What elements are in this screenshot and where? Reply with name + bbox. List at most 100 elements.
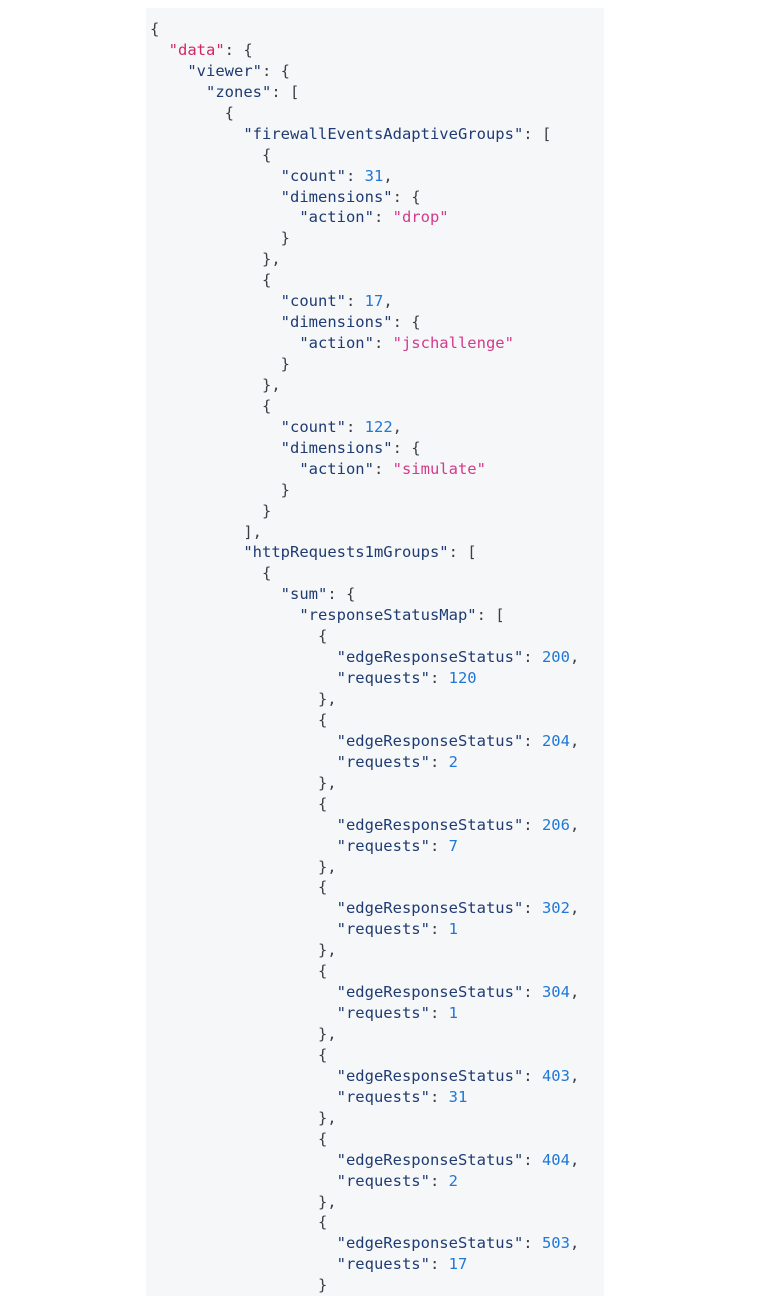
json-key: "edgeResponseStatus" — [336, 899, 524, 918]
json-number: 206 — [541, 815, 570, 834]
code-line: } — [150, 480, 579, 501]
code-line: "dimensions": { — [150, 187, 579, 208]
json-punctuation: }, — [150, 250, 281, 269]
json-number: 1 — [448, 1004, 458, 1023]
code-line: "requests": 17 — [150, 1254, 579, 1275]
json-punctuation: { — [150, 20, 160, 38]
json-punctuation: : [ — [523, 124, 552, 143]
json-punctuation: , — [569, 983, 580, 1002]
json-punctuation — [150, 648, 337, 666]
code-line: { — [150, 877, 579, 898]
code-line: }, — [150, 689, 579, 710]
code-line: "httpRequests1mGroups": [ — [150, 542, 579, 563]
json-punctuation: , — [569, 1234, 580, 1253]
json-number: 120 — [448, 669, 477, 688]
json-punctuation — [150, 1172, 337, 1190]
json-number: 31 — [448, 1087, 468, 1106]
json-punctuation: { — [150, 878, 328, 897]
json-key: "edgeResponseStatus" — [336, 815, 524, 834]
json-punctuation: }, — [150, 1108, 337, 1127]
json-punctuation: } — [150, 355, 290, 373]
code-line: { — [150, 1045, 579, 1066]
json-key: "edgeResponseStatus" — [336, 1150, 524, 1169]
json-punctuation: : — [429, 752, 449, 771]
code-line: "edgeResponseStatus": 404, — [150, 1150, 580, 1171]
json-key: "requests" — [336, 752, 430, 771]
json-key: "count" — [280, 417, 346, 436]
json-punctuation: : — [523, 983, 542, 1002]
json-punctuation — [150, 816, 337, 834]
json-key: "requests" — [336, 1087, 430, 1106]
json-key: "count" — [280, 292, 346, 311]
json-key: "zones" — [206, 82, 272, 101]
json-punctuation: : — [429, 1087, 449, 1106]
json-punctuation: : — [523, 815, 542, 834]
json-punctuation: : — [429, 669, 449, 688]
code-line: "responseStatusMap": [ — [150, 605, 579, 626]
json-punctuation — [150, 1088, 337, 1106]
json-key: "edgeResponseStatus" — [336, 983, 524, 1002]
code-line: "firewallEventsAdaptiveGroups": [ — [150, 124, 579, 145]
json-punctuation: : { — [392, 187, 421, 206]
json-punctuation: : — [523, 648, 542, 667]
json-punctuation: , — [569, 1150, 580, 1169]
json-punctuation: }, — [150, 1025, 337, 1043]
code-line: "requests": 31 — [150, 1087, 579, 1108]
json-punctuation: : — [523, 731, 542, 750]
json-punctuation — [150, 439, 281, 457]
code-line: "count": 31, — [150, 166, 579, 187]
json-punctuation — [150, 983, 337, 1001]
json-punctuation: { — [150, 1213, 328, 1232]
json-key: "edgeResponseStatus" — [336, 1234, 524, 1253]
code-line: }, — [150, 1192, 579, 1213]
json-key: "requests" — [336, 669, 430, 688]
json-number: 2 — [448, 752, 458, 771]
json-punctuation: { — [150, 710, 328, 729]
code-line: { — [150, 794, 579, 815]
json-number: 17 — [364, 292, 384, 311]
json-key: "action" — [299, 334, 374, 353]
json-key: "data" — [168, 40, 225, 59]
json-punctuation: : { — [327, 585, 356, 604]
code-line: { — [150, 563, 579, 584]
code-line: "edgeResponseStatus": 206, — [150, 815, 580, 836]
code-line: "requests": 1 — [150, 919, 579, 940]
code-line: "zones": [ — [150, 82, 579, 103]
json-punctuation: } — [150, 229, 290, 248]
code-line: "dimensions": { — [150, 312, 579, 333]
json-number: 200 — [541, 648, 570, 667]
json-key: "viewer" — [187, 61, 262, 80]
json-number: 503 — [541, 1234, 570, 1253]
json-number: 403 — [541, 1066, 570, 1085]
json-punctuation: : — [523, 1066, 542, 1085]
json-punctuation — [150, 543, 243, 561]
json-punctuation: : — [373, 334, 393, 353]
json-punctuation — [150, 460, 299, 478]
json-punctuation: : { — [224, 40, 253, 59]
json-punctuation: , — [383, 166, 393, 185]
code-line: "action": "jschallenge" — [150, 333, 579, 354]
json-number: 404 — [541, 1150, 570, 1169]
json-punctuation: : [ — [271, 82, 300, 101]
json-punctuation: , — [569, 731, 580, 750]
json-punctuation: : — [429, 1255, 449, 1274]
code-line: "edgeResponseStatus": 200, — [150, 647, 580, 668]
json-code-block: { "data": { "viewer": { "zones": [ { "fi… — [150, 19, 579, 1296]
json-code-panel: { "data": { "viewer": { "zones": [ { "fi… — [146, 8, 604, 1296]
code-line: { — [150, 961, 579, 982]
code-line: "requests": 7 — [150, 836, 579, 857]
json-punctuation — [150, 899, 337, 917]
json-punctuation: , — [569, 899, 580, 918]
json-key: "dimensions" — [280, 438, 393, 457]
json-punctuation — [150, 334, 299, 352]
json-number: 31 — [364, 166, 384, 185]
json-key: "requests" — [336, 1255, 430, 1274]
code-line: "viewer": { — [150, 61, 579, 82]
json-punctuation — [150, 1151, 337, 1169]
json-punctuation: , — [569, 1066, 580, 1085]
json-punctuation — [150, 606, 299, 624]
json-punctuation: }, — [150, 857, 337, 876]
json-punctuation — [150, 418, 281, 436]
json-punctuation: { — [150, 271, 272, 290]
code-line: { — [150, 396, 579, 417]
